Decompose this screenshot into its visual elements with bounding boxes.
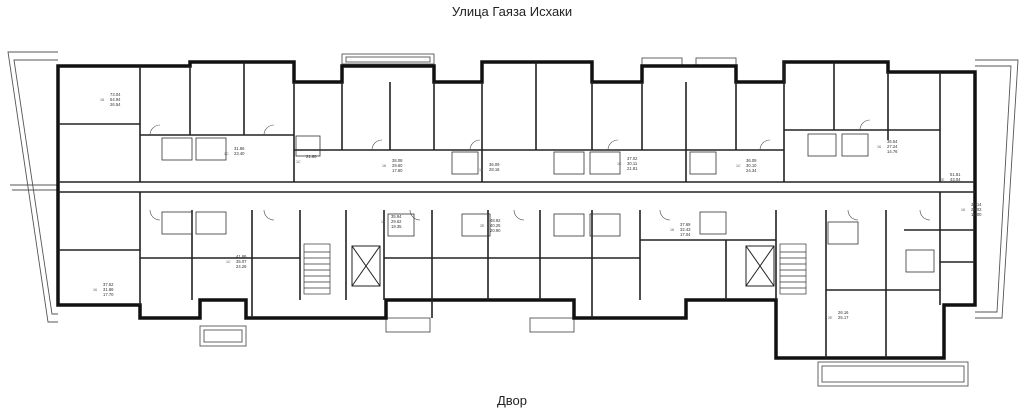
stair-west xyxy=(303,243,331,295)
apartment-area: 15.00 xyxy=(971,212,982,217)
apartment-area: 24.26 xyxy=(236,264,247,269)
apartment-area: 21.80 xyxy=(306,154,317,159)
apartment-type: 1С xyxy=(617,162,622,166)
balcony-east xyxy=(975,59,1019,319)
apartment-area: 29.62 xyxy=(391,219,402,224)
apartment-type: 1С xyxy=(736,164,741,168)
apartment-area: 32.43 xyxy=(680,227,691,232)
apartment-area: 20.90 xyxy=(490,228,501,233)
apartment-type: 1К xyxy=(382,164,387,168)
apartment-area: 73.04 xyxy=(110,92,121,97)
apartment-type: 1С xyxy=(226,260,231,264)
apartment-area: 17.70 xyxy=(103,292,114,297)
door-swings xyxy=(149,119,931,221)
apartment-area: 35.07 xyxy=(236,259,247,264)
apartment-type: 1К xyxy=(381,220,386,224)
apartment-area: 37.69 xyxy=(680,222,691,227)
apartment-type: 2Е xyxy=(828,316,833,320)
elevator-west xyxy=(351,245,381,287)
apartment-area: 30.11 xyxy=(627,161,638,166)
apartment-area: 25.17 xyxy=(838,315,849,320)
apartment-area: 43.04 xyxy=(950,177,961,182)
apartment-labels: 1К73.0454.9426.541С31.8623.401С21.801К38… xyxy=(93,92,982,320)
apartment-type: 1С xyxy=(296,160,301,164)
apartment-area: 29.60 xyxy=(392,163,403,168)
apartment-area: 27.24 xyxy=(887,144,898,149)
yard-label: Двор xyxy=(496,393,528,408)
apartment-area: 37.52 xyxy=(103,282,114,287)
apartment-area: 36.09 xyxy=(489,162,500,167)
apartment-area: 17.60 xyxy=(392,168,403,173)
apartment-area: 24.34 xyxy=(746,168,757,173)
apartment-area: 23.40 xyxy=(234,151,245,156)
apartment-area: 21.81 xyxy=(627,166,638,171)
interior-walls xyxy=(58,62,975,358)
elevator-east xyxy=(745,245,775,287)
apartment-type: 1К xyxy=(93,288,98,292)
apartment-area: 19.35 xyxy=(391,224,402,229)
apartment-type: 2Е xyxy=(940,178,945,182)
apartment-label: 1С 21.80 xyxy=(296,154,317,164)
balcony-west xyxy=(7,51,58,323)
apartment-area: 38.14 xyxy=(971,202,982,207)
apartment-area: 41.86 xyxy=(236,254,247,259)
apartment-area: 40.25 xyxy=(490,223,501,228)
apartment-area: 54.94 xyxy=(110,97,121,102)
apartment-type: 2Е xyxy=(480,224,485,228)
apartment-area: 28.16 xyxy=(489,167,500,172)
apartment-area: 30.10 xyxy=(746,163,757,168)
apartment-area: 29.02 xyxy=(971,207,982,212)
apartment-area: 36.54 xyxy=(887,139,898,144)
stair-east xyxy=(779,243,807,295)
apartment-type: 1С xyxy=(224,152,229,156)
apartment-type: 1К xyxy=(877,145,882,149)
apartment-area: 36.09 xyxy=(746,158,757,163)
wet-rooms xyxy=(161,133,935,273)
apartment-area: 17.04 xyxy=(680,232,691,237)
apartment-area: 48.92 xyxy=(490,218,501,223)
apartment-area: 14.76 xyxy=(887,149,898,154)
balcony-outlines xyxy=(7,51,1019,387)
apartment-area: 35.94 xyxy=(391,214,402,219)
apartment-type: 1К xyxy=(670,228,675,232)
apartment-area: 38.08 xyxy=(392,158,403,163)
apartment-type: 1К xyxy=(100,98,105,102)
apartment-area: 37.02 xyxy=(627,156,638,161)
street-label: Улица Гаяза Исхаки xyxy=(451,4,573,19)
apartment-area: 26.16 xyxy=(838,310,849,315)
apartment-area: 31.86 xyxy=(103,287,114,292)
apartment-area: 31.86 xyxy=(234,146,245,151)
apartment-area: 51.81 xyxy=(950,172,961,177)
apartment-type: 1К xyxy=(479,168,484,172)
apartment-area: 26.54 xyxy=(110,102,121,107)
apartment-type: 1К xyxy=(961,208,966,212)
